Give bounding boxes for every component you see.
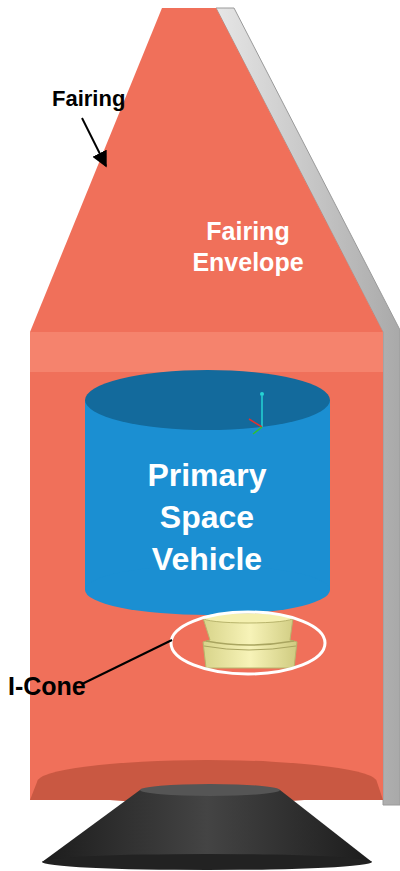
node-label: Primary Space Vehicle: [127, 454, 287, 580]
part-name: Fairing: [52, 86, 125, 112]
space-vehicle-cylinder: Primary Space Vehicle: [85, 370, 330, 615]
node-label: Fairing Envelope: [163, 216, 333, 278]
part-name: I-Cone: [8, 672, 86, 701]
